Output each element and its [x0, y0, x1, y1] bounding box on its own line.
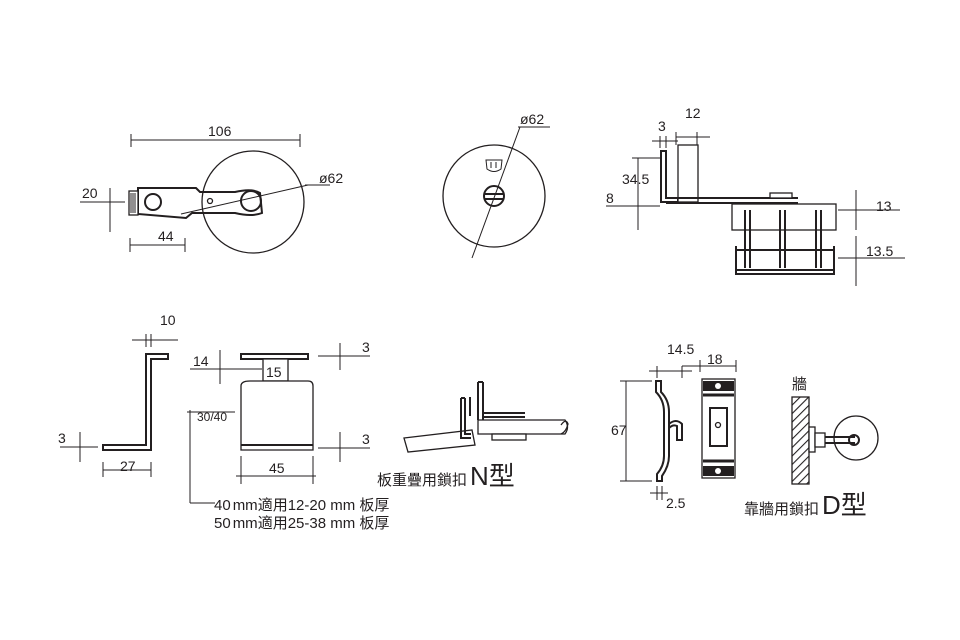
dim-14-5: 14.5	[667, 341, 694, 357]
wheel-front-outline	[442, 144, 546, 248]
dim-3-bottom: 3	[362, 431, 370, 447]
center-screw	[483, 185, 505, 207]
dim-10: 10	[160, 312, 176, 328]
dim-45: 45	[269, 460, 285, 476]
plate-body	[240, 380, 314, 451]
d-type-side-view: 14.5 18 67 2.5	[611, 341, 737, 511]
top-middle-view: ø62	[442, 111, 550, 259]
wheel-outline	[201, 150, 305, 254]
d-type-front-view	[701, 378, 736, 479]
dim-13: 13	[876, 198, 892, 214]
dim-106: 106	[208, 123, 232, 139]
dim-18: 18	[707, 351, 723, 367]
dim-2-5: 2.5	[666, 495, 686, 511]
bracket-view: 10 3 27	[58, 312, 178, 477]
arm-hole-right	[240, 190, 262, 212]
wall-label: 牆	[792, 376, 807, 393]
dim-diameter-62: ø62	[520, 111, 544, 127]
dim-27: 27	[120, 458, 136, 474]
dim-20: 20	[82, 185, 98, 201]
dim-67: 67	[611, 422, 627, 438]
dim-30-40: 30/40	[197, 410, 227, 424]
plate-view: 14 15 3 30/40 3 45	[187, 339, 370, 504]
top-left-view: 106 ø62 20 44	[80, 123, 343, 254]
d-wheel	[833, 415, 879, 461]
lock-arm	[137, 187, 264, 220]
dim-3: 3	[658, 118, 666, 134]
dim-diameter-62: ø62	[319, 170, 343, 186]
dim-44: 44	[158, 228, 174, 244]
top-right-view: 12 3 34.5 8 13 13.5	[606, 105, 905, 286]
l-bracket	[102, 353, 169, 451]
wall-hatch	[791, 396, 810, 485]
dim-14: 14	[193, 353, 209, 369]
dim-12: 12	[685, 105, 701, 121]
dim-3-top: 3	[362, 339, 370, 355]
arm-hole-left	[144, 193, 162, 211]
dim-13-5: 13.5	[866, 243, 893, 259]
dim-3: 3	[58, 430, 66, 446]
dim-15: 15	[266, 364, 282, 380]
dim-8: 8	[606, 190, 614, 206]
dim-34-5: 34.5	[622, 171, 649, 187]
